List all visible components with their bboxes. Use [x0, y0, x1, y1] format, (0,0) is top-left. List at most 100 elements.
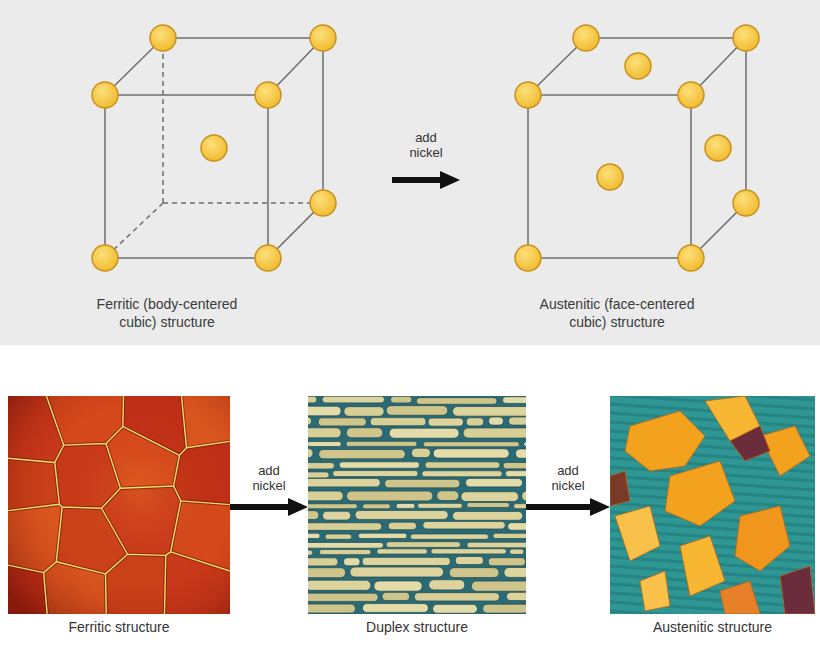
atom: [310, 25, 336, 51]
austenite-band: [362, 557, 450, 565]
austenite-band: [433, 604, 478, 613]
austenite-grain: [720, 581, 760, 614]
micrograph-frame: Ferritic structure: [8, 396, 230, 614]
austenite-band: [308, 417, 312, 425]
austenite-band: [431, 549, 507, 554]
fcc-atoms: [515, 25, 759, 271]
austenite-band: [483, 604, 526, 613]
cube-edge: [527, 95, 529, 258]
austenite-band: [437, 491, 459, 501]
atom: [255, 82, 281, 108]
twin-stripe: [610, 611, 815, 614]
austenite-band: [389, 428, 459, 438]
austenite-band: [308, 478, 380, 486]
cube-edge: [105, 94, 268, 96]
austenite-band: [391, 396, 412, 403]
ferritic-micrograph: [8, 396, 230, 614]
cube-edge: [104, 95, 106, 258]
atom: [201, 135, 227, 161]
austenite-band: [325, 534, 352, 539]
fcc-cube: [528, 38, 746, 258]
austenite-band: [385, 479, 460, 487]
austenite-band: [418, 503, 463, 508]
austenite-band: [308, 558, 338, 566]
arrow-connector: [230, 504, 288, 510]
austenite-band: [318, 418, 366, 426]
atom: [597, 164, 623, 190]
austenite-grain: [735, 506, 790, 571]
hidden-edge: [162, 38, 164, 203]
austenite-band: [333, 471, 418, 477]
edge-label: add nickel: [409, 131, 442, 161]
austenite-band: [503, 462, 526, 468]
austenite-band: [453, 407, 526, 417]
micrograph-caption: Duplex structure: [366, 619, 468, 635]
austenite-band: [322, 396, 384, 403]
micrograph-ground: [610, 396, 815, 614]
grain-boundary-shadow: [8, 396, 230, 614]
austenite-grain: [730, 426, 770, 461]
austenite-band: [344, 407, 384, 417]
austenite-band: [467, 542, 526, 548]
cube-edge: [322, 38, 324, 203]
atom: [515, 245, 541, 271]
austenite-band: [308, 448, 313, 457]
austenite-band: [410, 534, 488, 539]
austenite-band: [510, 549, 524, 554]
austenite-band: [308, 568, 346, 578]
cube-edge: [528, 94, 691, 96]
top-panel: [0, 0, 820, 345]
austenite-band: [522, 491, 526, 501]
austenite-band: [422, 471, 502, 477]
austenite-band: [308, 580, 371, 590]
atom: [515, 82, 541, 108]
austenite-band: [388, 522, 416, 530]
austenite-band: [416, 398, 497, 405]
austenite-band: [374, 581, 422, 591]
hidden-edge: [163, 202, 323, 204]
austenite-band: [411, 448, 430, 457]
atom: [310, 190, 336, 216]
austenite-band: [471, 581, 526, 591]
austenitic-micrograph: [610, 386, 815, 625]
micrograph-frame: Austenitic structure: [610, 396, 815, 614]
austenite-band: [308, 523, 382, 531]
bcc-atoms: [92, 25, 336, 271]
vignette: [8, 396, 230, 614]
austenite-band: [308, 511, 319, 520]
austenite-grain: [625, 411, 705, 471]
austenite-band: [319, 549, 371, 554]
atom: [678, 245, 704, 271]
atom: [150, 25, 176, 51]
austenite-band: [308, 504, 357, 509]
austenite-band: [346, 428, 383, 438]
austenite-grain: [780, 566, 815, 614]
micrograph-texture: [610, 396, 815, 614]
bcc-cube: [105, 38, 323, 258]
fcc-figure: Austenitic (face-centered cubic) structu…: [460, 26, 778, 338]
austenite-band: [465, 478, 522, 486]
austenite-band: [363, 504, 391, 509]
austenite-grain: [610, 471, 630, 506]
atom: [678, 82, 704, 108]
austenite-band: [524, 442, 526, 447]
austenite-band: [493, 533, 526, 538]
austenite-band: [489, 417, 504, 425]
austenite-band: [319, 449, 406, 458]
austenite-band: [308, 396, 317, 403]
austenite-band: [386, 406, 447, 416]
cube-edge: [528, 257, 691, 259]
austenite-band: [350, 567, 444, 577]
atom: [733, 190, 759, 216]
austenite-band: [515, 449, 526, 458]
cube-edge: [690, 95, 692, 258]
austenite-grain: [640, 571, 670, 611]
atom: [705, 135, 731, 161]
austenite-band: [308, 593, 378, 601]
cube-edge: [267, 95, 269, 258]
edge-label: add nickel: [551, 464, 584, 494]
austenite-band: [449, 568, 499, 578]
austenite-band: [525, 510, 526, 519]
edge-label: add nickel: [252, 464, 285, 494]
atom: [573, 25, 599, 51]
